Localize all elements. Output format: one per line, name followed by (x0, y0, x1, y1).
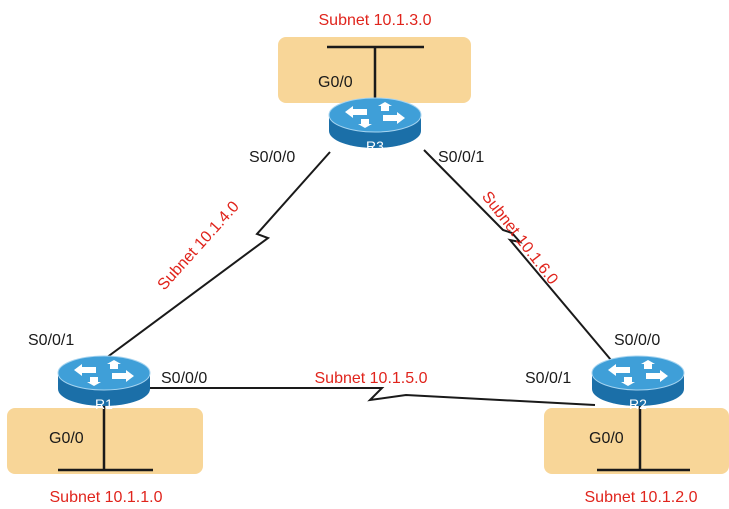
subnet-r2-lan-label: Subnet 10.1.2.0 (585, 489, 698, 506)
r3-s001-label: S0/0/1 (438, 149, 484, 166)
r1-s001-label: S0/0/1 (28, 332, 74, 349)
subnet-r3-lan-label: Subnet 10.1.3.0 (319, 12, 432, 29)
serial-link-r2-r3 (423, 149, 612, 361)
serial-link-r1-r3 (105, 151, 331, 359)
r2-s001-label: S0/0/1 (525, 370, 571, 387)
subnet-r1-r2-label: Subnet 10.1.5.0 (315, 370, 428, 387)
subnet-r2-r3-label: Subnet 10.1.6.0 (478, 188, 561, 288)
router-r2[interactable]: R2 (591, 355, 685, 412)
router-r2-label: R2 (629, 396, 647, 412)
serial-link-r1-r2 (150, 387, 596, 406)
r3-s000-label: S0/0/0 (249, 149, 295, 166)
subnet-r1-r3-label: Subnet 10.1.4.0 (155, 198, 243, 293)
router-r1[interactable]: R1 (57, 355, 151, 412)
router-r3[interactable]: R3 (328, 97, 422, 154)
router-r1-label: R1 (95, 396, 113, 412)
r3-lan-interface-label: G0/0 (318, 74, 353, 91)
r2-lan-box (544, 408, 729, 474)
r1-lan-interface-label: G0/0 (49, 430, 84, 447)
r1-s000-label: S0/0/0 (161, 370, 207, 387)
r2-lan-interface-label: G0/0 (589, 430, 624, 447)
router-r3-label: R3 (366, 138, 384, 154)
r2-s000-label: S0/0/0 (614, 332, 660, 349)
subnet-r1-lan-label: Subnet 10.1.1.0 (50, 489, 163, 506)
